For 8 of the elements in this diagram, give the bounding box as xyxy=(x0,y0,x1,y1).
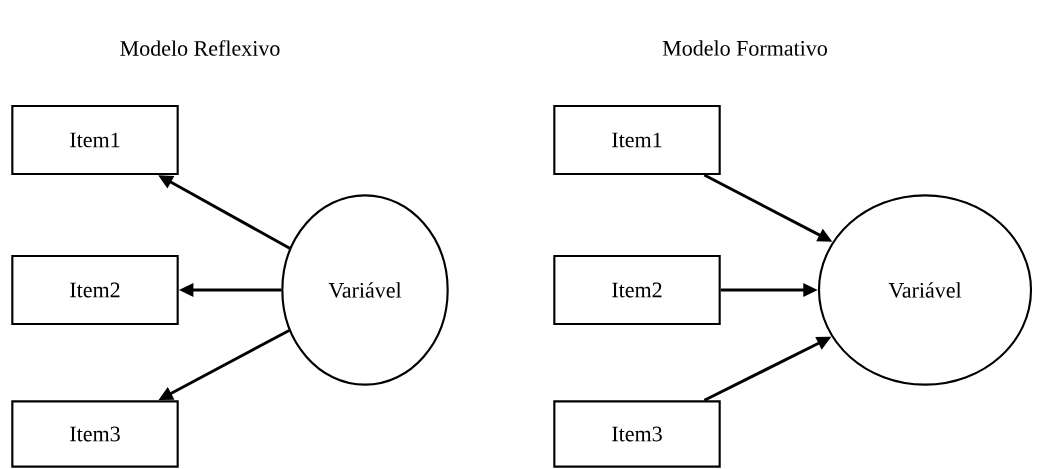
item-box: Item1 xyxy=(11,104,179,176)
item-box: Item3 xyxy=(553,400,721,468)
item-box: Item3 xyxy=(11,400,179,468)
item-box: Item1 xyxy=(553,104,721,176)
item-box: Item2 xyxy=(553,254,721,326)
panel-heading: Modelo Formativo xyxy=(662,40,827,56)
item-box: Item2 xyxy=(11,254,179,326)
panel-heading: Modelo Reflexivo xyxy=(120,40,280,56)
